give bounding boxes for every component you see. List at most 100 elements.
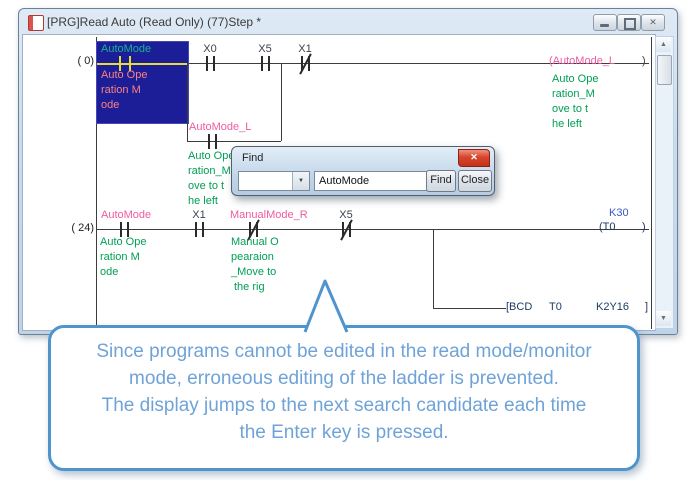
selected-contact-bar <box>129 56 131 71</box>
vertical-scrollbar[interactable]: ▲ ▼ <box>655 36 674 329</box>
coil-comment-line: Auto Ope <box>552 73 599 85</box>
coil-close-paren: ) <box>642 55 646 67</box>
contact-bar <box>195 222 197 237</box>
device-label: X0 <box>203 43 217 55</box>
selected-contact-bar <box>119 56 121 71</box>
contact-bar <box>127 222 129 237</box>
contact-x5[interactable]: X5 <box>250 43 280 71</box>
close-button[interactable]: ✕ <box>641 14 665 31</box>
contact-bar <box>349 222 351 237</box>
contact-bar <box>249 222 251 237</box>
contact-x1-nc[interactable]: X1 <box>290 43 320 75</box>
minimize-icon <box>600 24 609 27</box>
find-button[interactable]: Find <box>426 170 456 192</box>
branch-comment-line: he left <box>188 195 218 207</box>
device-label: X1 <box>192 209 206 221</box>
coil-comment-line: ration_M <box>552 88 595 100</box>
bcd-operand-1: T0 <box>549 301 562 313</box>
contact-bar <box>268 56 270 71</box>
timer-constant: K30 <box>609 207 629 219</box>
contact-manualmode-r-nc[interactable]: ManualMode_R <box>230 209 308 241</box>
step-number-24: ( 24) <box>71 222 94 234</box>
device-comment-line: the rig <box>234 281 265 293</box>
device-comment-line: ode <box>100 266 119 278</box>
device-comment-line: _Move to <box>231 266 277 278</box>
callout-bubble: Since programs cannot be edited in the r… <box>48 325 640 471</box>
contact-x1-2[interactable]: X1 <box>184 209 214 237</box>
selected-cell-automode[interactable]: AutoMode Auto Ope ration M ode <box>96 41 189 124</box>
window-title: [PRG]Read Auto (Read Only) (77)Step * <box>47 15 262 29</box>
timer-coil[interactable]: (T0 <box>599 221 616 233</box>
selected-wire <box>97 63 188 65</box>
chevron-down-icon[interactable]: ▼ <box>292 172 309 190</box>
device-comment-line: pearaion <box>231 251 274 263</box>
right-power-rail <box>651 37 652 329</box>
device-label: ManualMode_R <box>230 209 308 221</box>
branch-comment-line: ration_M <box>188 165 231 177</box>
find-history-combobox[interactable]: ▼ <box>238 171 310 191</box>
step-number-0: ( 0) <box>77 55 95 67</box>
bcd-instruction[interactable]: [BCD <box>506 301 533 313</box>
contact-bar <box>301 56 303 71</box>
timer-coil-close: ) <box>642 221 646 233</box>
callout-line: the Enter key is pressed. <box>239 422 449 443</box>
branch-comment-line: ove to t <box>188 180 225 192</box>
coil-comment-line: ove to t <box>552 103 589 115</box>
contact-bar <box>342 222 344 237</box>
find-close-button[interactable]: Close <box>458 170 492 192</box>
left-power-rail <box>96 37 97 329</box>
rung1-wire <box>96 63 649 64</box>
coil-automode-l[interactable]: (AutoMode_L <box>549 55 616 67</box>
bcd-close-bracket: ] <box>645 301 649 313</box>
device-comment-line: Manual O <box>231 236 279 248</box>
device-comment-line: ration M <box>100 251 140 263</box>
callout-tail <box>303 279 349 333</box>
find-search-input[interactable]: AutoMode <box>314 171 450 191</box>
callout-line: Since programs cannot be edited in the r… <box>96 341 592 362</box>
scrollbar-thumb[interactable] <box>657 55 672 85</box>
contact-x5-nc[interactable]: X5 <box>331 209 361 241</box>
minimize-button[interactable] <box>593 14 617 31</box>
bcd-branch-vertical <box>433 229 434 308</box>
coil-comment-line: he left <box>552 118 582 130</box>
contact-bar <box>215 134 217 149</box>
contact-bar <box>261 56 263 71</box>
contact-bar <box>256 222 258 237</box>
device-label: AutoMode_L <box>189 121 252 133</box>
title-bar[interactable]: [PRG]Read Auto (Read Only) (77)Step * ✕ <box>19 9 677 35</box>
callout-line: The display jumps to the next search can… <box>101 395 587 416</box>
find-dialog-close-icon[interactable]: ✕ <box>458 149 490 167</box>
device-label: X5 <box>258 43 272 55</box>
branch-comment-line: Auto Ope <box>188 150 235 162</box>
contact-bar <box>213 56 215 71</box>
bcd-operand-2: K2Y16 <box>596 301 630 313</box>
contact-bar <box>120 222 122 237</box>
program-icon <box>28 15 44 31</box>
scrollbar-down-icon[interactable]: ▼ <box>656 311 671 326</box>
callout-line: mode, erroneous editing of the ladder is… <box>129 368 559 389</box>
contact-automode-2[interactable]: AutoMode <box>101 209 151 237</box>
maximize-button[interactable] <box>617 14 641 31</box>
contact-automode-l[interactable]: AutoMode_L <box>189 121 251 149</box>
contact-bar <box>202 222 204 237</box>
device-comment-line: Auto Ope <box>100 236 147 248</box>
rung2-wire <box>96 229 649 230</box>
find-dialog[interactable]: Find ✕ ▼ AutoMode Find Close <box>231 146 495 196</box>
device-comment-line: ration M <box>101 84 141 96</box>
device-label: X5 <box>339 209 353 221</box>
contact-bar <box>208 134 210 149</box>
find-dialog-title: Find <box>242 152 264 164</box>
contact-x0[interactable]: X0 <box>195 43 225 71</box>
maximize-icon <box>624 18 636 30</box>
contact-bar <box>206 56 208 71</box>
scrollbar-up-icon[interactable]: ▲ <box>656 37 671 52</box>
device-label: AutoMode <box>101 43 152 55</box>
device-label: X1 <box>298 43 312 55</box>
device-comment-line: Auto Ope <box>101 69 148 81</box>
branch-vertical-right <box>281 63 282 141</box>
device-comment-line: ode <box>101 99 120 111</box>
callout-text: Since programs cannot be edited in the r… <box>51 338 637 446</box>
branch-vertical-left <box>187 63 188 141</box>
bcd-branch-wire <box>433 308 506 309</box>
branch-wire <box>187 141 281 142</box>
